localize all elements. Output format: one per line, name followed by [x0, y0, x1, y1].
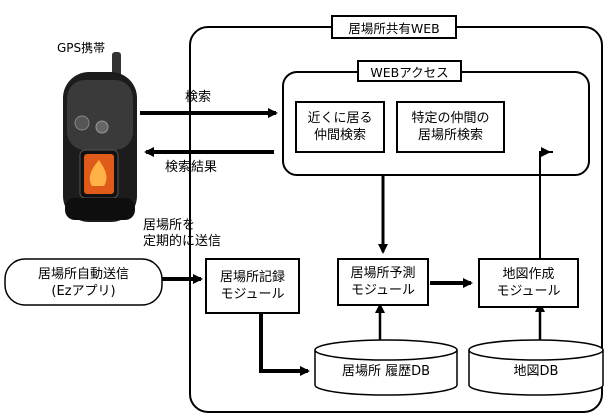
web-access-title: WEBアクセス: [357, 60, 462, 82]
specific-search-box: 特定の仲間の 居場所検索: [396, 101, 505, 153]
search-label: 検索: [185, 90, 212, 105]
send-periodic-label: 居場所を 定期的に送信: [143, 218, 222, 249]
nearby-search-box: 近くに居る 仲間検索: [295, 101, 385, 153]
record-module-box: 居場所記録 モジュール: [205, 258, 300, 314]
auto-send-label: 居場所自動送信 (Ezアプリ): [37, 267, 129, 299]
map-db-cylinder: [468, 339, 604, 396]
phone-illustration: [63, 52, 137, 222]
record-to-db-arrow: [259, 314, 302, 373]
map-module-box: 地図作成 モジュール: [478, 258, 579, 308]
auto-send-frame: [4, 258, 163, 306]
phone-label: GPS携帯: [57, 41, 106, 55]
predict-module-box: 居場所予測 モジュール: [337, 258, 429, 306]
map-db-label: 地図DB: [513, 364, 559, 379]
search-result-label: 検索結果: [165, 160, 218, 175]
system-title: 居場所共有WEB: [331, 15, 457, 39]
history-db-cylinder: [314, 339, 458, 396]
map-to-web-arrow: [539, 151, 553, 258]
history-db-label: 居場所 履歴DB: [341, 364, 431, 379]
